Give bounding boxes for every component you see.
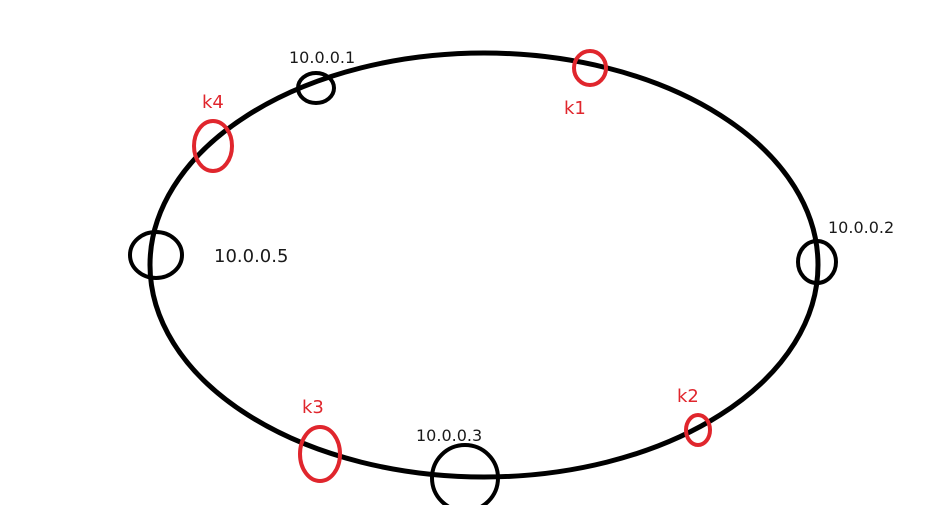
server-label-10-0-0-5: 10.0.0.5 <box>214 246 288 267</box>
server-node-10-0-0-3 <box>430 443 500 505</box>
key-marker-k2 <box>684 413 712 447</box>
server-node-10-0-0-2 <box>796 239 838 285</box>
server-node-10-0-0-1 <box>296 71 336 105</box>
server-label-10-0-0-2: 10.0.0.2 <box>828 218 894 237</box>
key-label-k2: k2 <box>677 386 699 407</box>
key-marker-k3 <box>298 425 342 483</box>
key-label-k3: k3 <box>302 397 324 418</box>
server-label-10-0-0-3: 10.0.0.3 <box>416 426 482 445</box>
key-marker-k4 <box>192 119 234 173</box>
server-node-10-0-0-5 <box>128 230 184 280</box>
key-label-k1: k1 <box>564 98 586 119</box>
hash-ring <box>147 50 821 480</box>
key-label-k4: k4 <box>202 92 224 113</box>
key-marker-k1 <box>572 49 608 87</box>
server-label-10-0-0-1: 10.0.0.1 <box>289 48 355 67</box>
